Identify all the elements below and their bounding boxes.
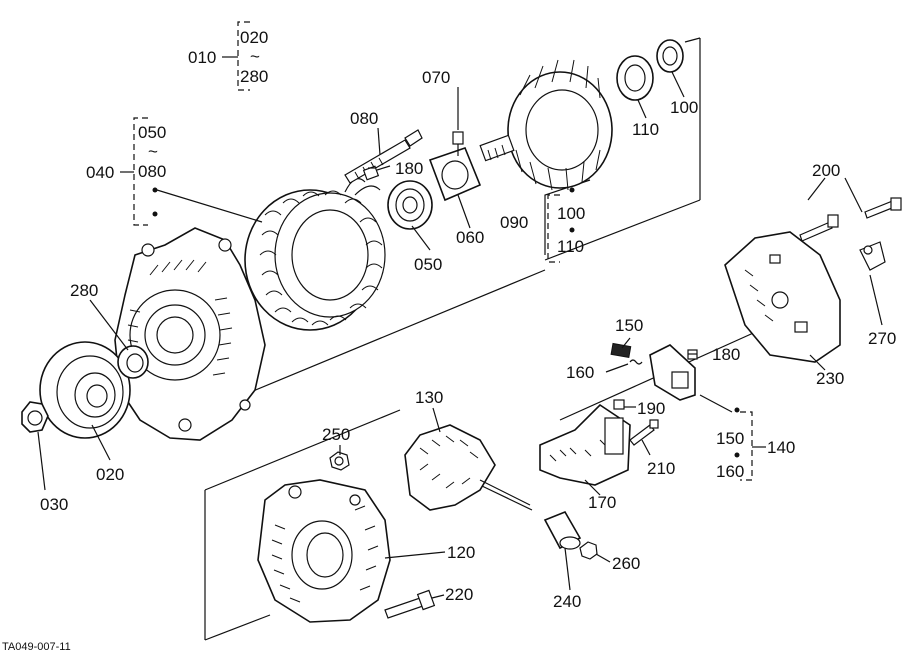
brush [610, 342, 632, 359]
bolt-200-b [864, 197, 902, 219]
nut-260 [579, 541, 598, 560]
collar [117, 345, 149, 379]
label-280-range-end: 280 [240, 67, 268, 86]
label-280: 280 [70, 281, 98, 300]
leader-lines [37, 21, 883, 599]
label-190: 190 [637, 399, 665, 418]
regulator [539, 403, 631, 486]
screw-070 [452, 131, 464, 156]
label-120: 120 [447, 543, 475, 562]
rotor [479, 59, 613, 191]
bearing-cover [656, 39, 684, 73]
pulley [39, 341, 131, 439]
label-240: 240 [553, 592, 581, 611]
label-270: 270 [868, 329, 896, 348]
label-130: 130 [415, 388, 443, 407]
label-220: 220 [445, 585, 473, 604]
label-100-mid: 100 [557, 204, 585, 223]
label-180-mid: 180 [712, 345, 740, 364]
label-040: 040 [86, 163, 114, 182]
rear-cover [724, 231, 841, 363]
label-200: 200 [812, 161, 840, 180]
nut-250 [329, 451, 350, 471]
label-050-range-tilde: ~ [148, 142, 158, 161]
label-020-range-tilde: ~ [250, 47, 260, 66]
reference-dots [152, 187, 740, 458]
capacitor [543, 510, 582, 550]
label-020-range-start: 020 [240, 28, 268, 47]
label-150-bot: 150 [716, 429, 744, 448]
rectifier [404, 424, 533, 511]
terminal-270 [859, 241, 886, 271]
label-050: 050 [414, 255, 442, 274]
front-housing [114, 227, 266, 441]
brush-spring [629, 359, 643, 365]
label-030: 030 [40, 495, 68, 514]
front-bearing [387, 180, 433, 230]
label-010: 010 [188, 48, 216, 67]
label-080: 080 [350, 109, 378, 128]
label-170: 170 [588, 493, 616, 512]
rear-bearing [616, 55, 654, 101]
label-140: 140 [767, 438, 795, 457]
label-160-top: 160 [566, 363, 594, 382]
label-230: 230 [816, 369, 844, 388]
brush-holder [649, 344, 696, 401]
label-160-bot: 160 [716, 462, 744, 481]
label-210: 210 [647, 459, 675, 478]
label-260: 260 [612, 554, 640, 573]
label-070: 070 [422, 68, 450, 87]
part-labels: 010 020 ~ 280 040 050 ~ 080 280 020 030 … [2, 28, 896, 653]
label-150-top: 150 [615, 316, 643, 335]
rear-housing [257, 479, 391, 623]
bolt-200-a [799, 214, 839, 242]
label-090: 090 [500, 213, 528, 232]
label-050-range-start: 050 [138, 123, 166, 142]
label-080-range-end: 080 [138, 162, 166, 181]
label-110-top: 110 [632, 120, 659, 139]
bearing-retainer [428, 146, 482, 202]
stator [244, 178, 386, 331]
label-180-top: 180 [395, 159, 423, 178]
label-100-top: 100 [670, 98, 698, 117]
pulley-nut [21, 401, 49, 433]
label-020: 020 [96, 465, 124, 484]
label-250: 250 [322, 425, 350, 444]
label-110-mid: 110 [557, 237, 584, 256]
screw-190 [613, 399, 625, 410]
through-bolt [384, 589, 436, 619]
drawing-code: TA049-007-11 [2, 641, 71, 653]
label-060: 060 [456, 228, 484, 247]
screw-210 [629, 419, 659, 446]
